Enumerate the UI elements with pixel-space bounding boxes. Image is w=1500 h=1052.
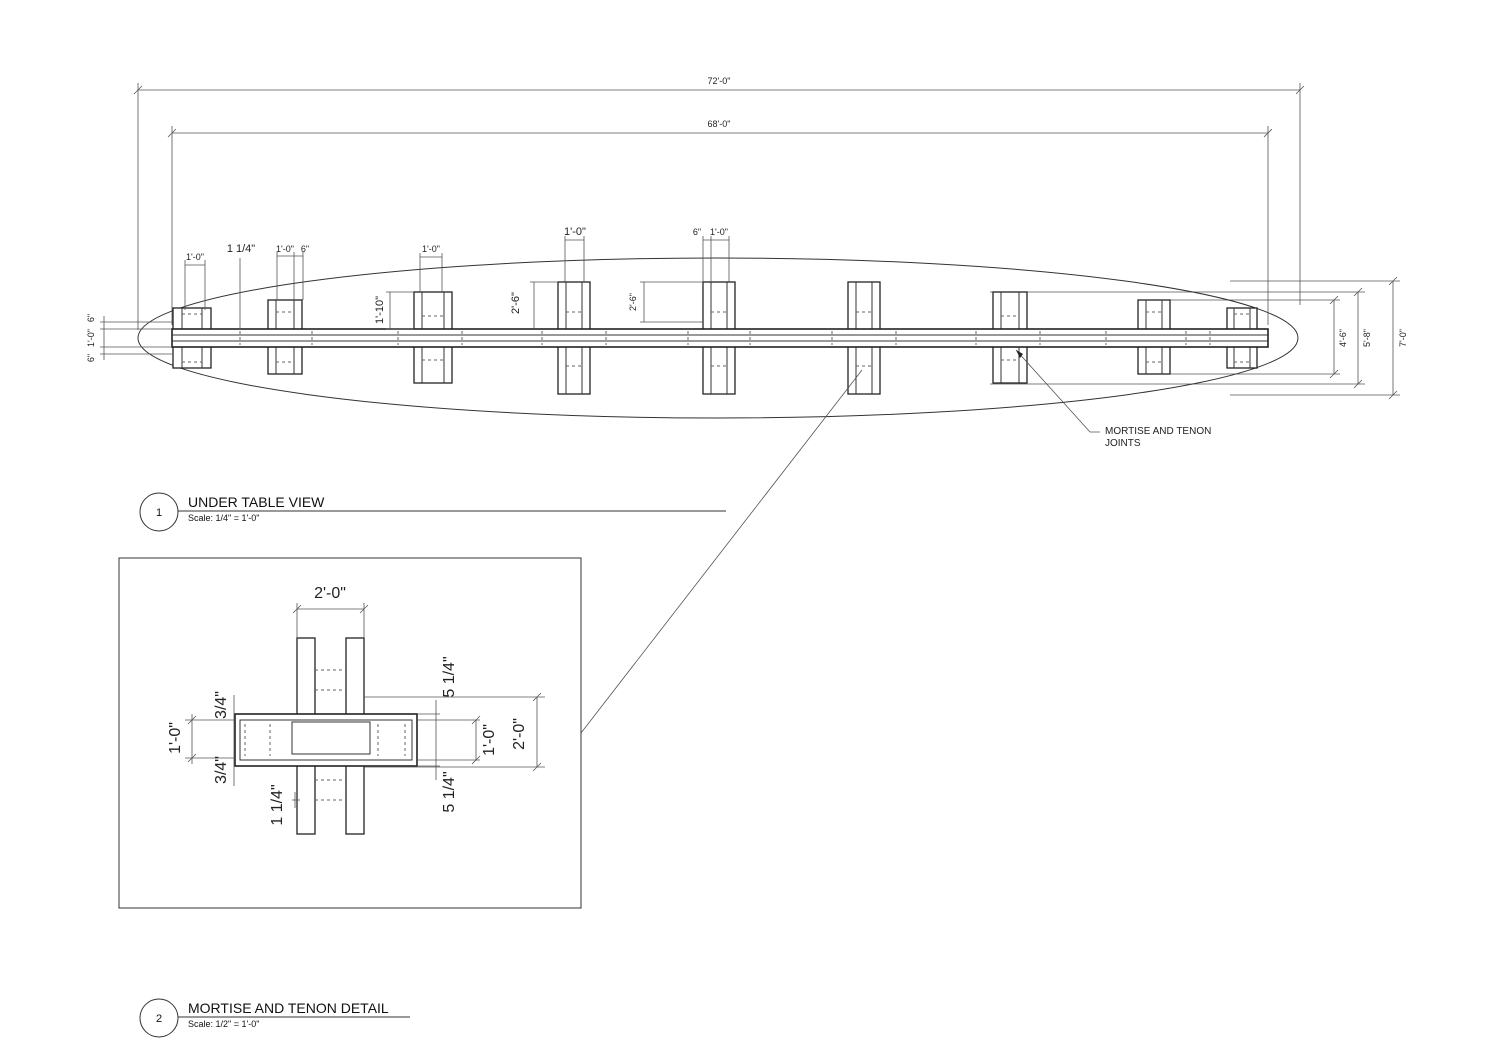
- mortise-detail: 2'-0" 1'-0" 3/4" 3/4" 1 1/4" 5 1/4" 1'-0…: [118, 557, 582, 909]
- dim-left-bot: 6": [86, 354, 96, 362]
- detail-dim-right-lower: 5 1/4": [441, 771, 458, 812]
- dim-left-mid: 1'-0": [86, 329, 96, 347]
- dim-72ft: 72'-0": [708, 76, 731, 86]
- dim-under-7: 1'-0": [564, 226, 586, 238]
- dim-under-1: 1'-0": [186, 252, 204, 262]
- view1-number: 1: [156, 507, 162, 519]
- callout-line2: JOINTS: [1105, 438, 1141, 449]
- dim-under-5: 1'-0": [422, 244, 440, 254]
- detail-dim-left-upper: 3/4": [213, 691, 230, 719]
- overall-dimensions: 72'-0" 68'-0" 4'-6" 5'-8" 7'-0": [133, 76, 1408, 400]
- callout-line1: MORTISE AND TENON: [1105, 426, 1211, 437]
- detail-leader: [580, 369, 863, 734]
- detail-dim-right-outer: 2'-0": [511, 718, 528, 750]
- dim-under-8: 2'-6": [510, 292, 522, 314]
- view2-bubble: [139, 998, 179, 1038]
- dim-left-top: 6": [86, 314, 96, 322]
- view1-title: UNDER TABLE VIEW: [188, 494, 325, 510]
- detail-dim-left: 1'-0": [167, 722, 184, 754]
- view2-scale: Scale: 1/2" = 1'-0": [188, 1019, 259, 1029]
- dim-4ft6: 4'-6": [1338, 329, 1348, 347]
- detail-dim-right-upper: 5 1/4": [441, 656, 458, 697]
- dim-under-6: 1'-10": [374, 296, 386, 324]
- dim-under-3: 1'-0": [276, 244, 294, 254]
- detail-dim-left-lower: 3/4": [213, 756, 230, 784]
- dim-under-2: 1 1/4": [227, 243, 255, 255]
- under-table-view: 6" 1'-0" 6" 1'-0" 1 1/4" 1'-0" 6" 1'-0" …: [86, 226, 1299, 449]
- dim-under-10: 1'-0": [710, 227, 728, 237]
- dim-under-9: 6": [693, 227, 701, 237]
- view2-title-block: 2 MORTISE AND TENON DETAIL Scale: 1/2" =…: [139, 998, 410, 1038]
- view1-title-block: 1 UNDER TABLE VIEW Scale: 1/4" = 1'-0": [139, 492, 726, 532]
- detail-dim-right-mid: 1'-0": [481, 724, 498, 756]
- highlight-ellipse: [137, 257, 1299, 419]
- detail-tenon: [234, 713, 418, 767]
- dim-under-4: 6": [301, 244, 309, 254]
- dim-5ft8: 5'-8": [1362, 329, 1372, 347]
- view1-bubble: [139, 492, 179, 532]
- detail-dim-top: 2'-0": [314, 585, 346, 602]
- spine-beam: [171, 328, 1269, 348]
- dim-under-11: 2'-6": [628, 293, 638, 311]
- dim-68ft: 68'-0": [708, 119, 731, 129]
- dim-7ft0: 7'-0": [1398, 329, 1408, 347]
- detail-frame: [118, 557, 582, 909]
- view1-scale: Scale: 1/4" = 1'-0": [188, 513, 259, 523]
- view2-title: MORTISE AND TENON DETAIL: [188, 1000, 389, 1016]
- detail-dim-bottom: 1 1/4": [269, 784, 286, 825]
- view2-number: 2: [156, 1013, 162, 1025]
